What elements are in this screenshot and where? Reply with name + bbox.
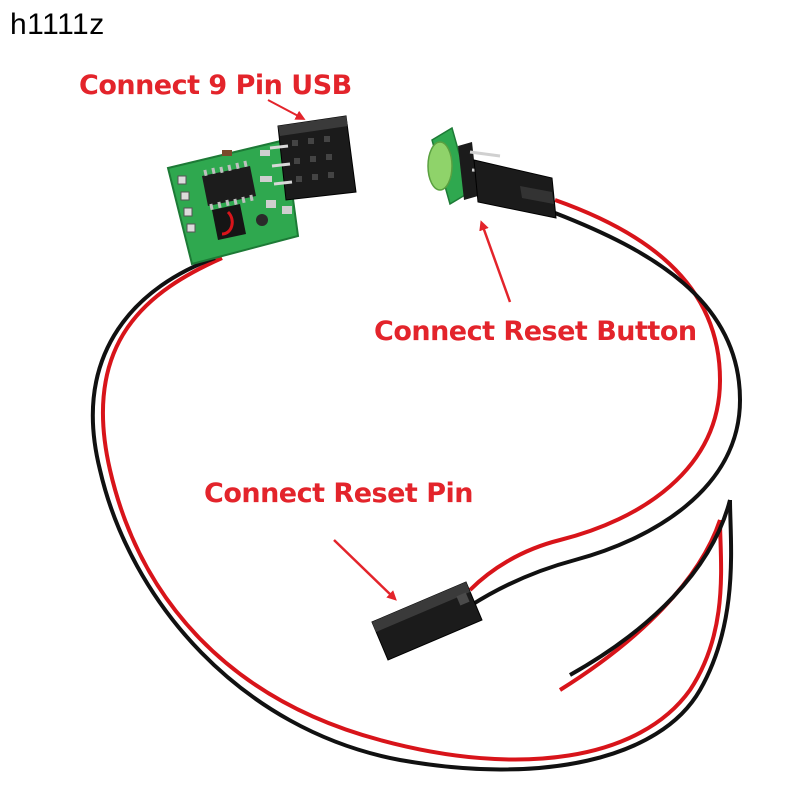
red-wire-button: [468, 198, 723, 592]
watermark-text: h1111z: [10, 8, 105, 41]
red-wire-pcb: [100, 256, 724, 762]
cable-bundle: [90, 198, 743, 772]
black-wire-button: [468, 211, 743, 608]
callout-usb-header: Connect 9 Pin USB: [79, 70, 352, 101]
black-wire-tail: [569, 499, 732, 677]
callout-arrows: [267, 99, 512, 601]
arrow-pin: [333, 539, 397, 601]
usb-reset-pcb: [166, 115, 357, 266]
reset-button-dome: [427, 141, 453, 191]
red-wire-tail: [558, 519, 722, 692]
reset-pin-connector: [371, 581, 483, 661]
callout-reset-pin: Connect Reset Pin: [204, 478, 474, 509]
arrow-usb: [267, 99, 306, 120]
black-wire-pcb: [90, 256, 734, 772]
callout-reset-button: Connect Reset Button: [374, 316, 697, 347]
arrow-button: [479, 220, 512, 303]
reset-button-assembly: [427, 126, 557, 219]
